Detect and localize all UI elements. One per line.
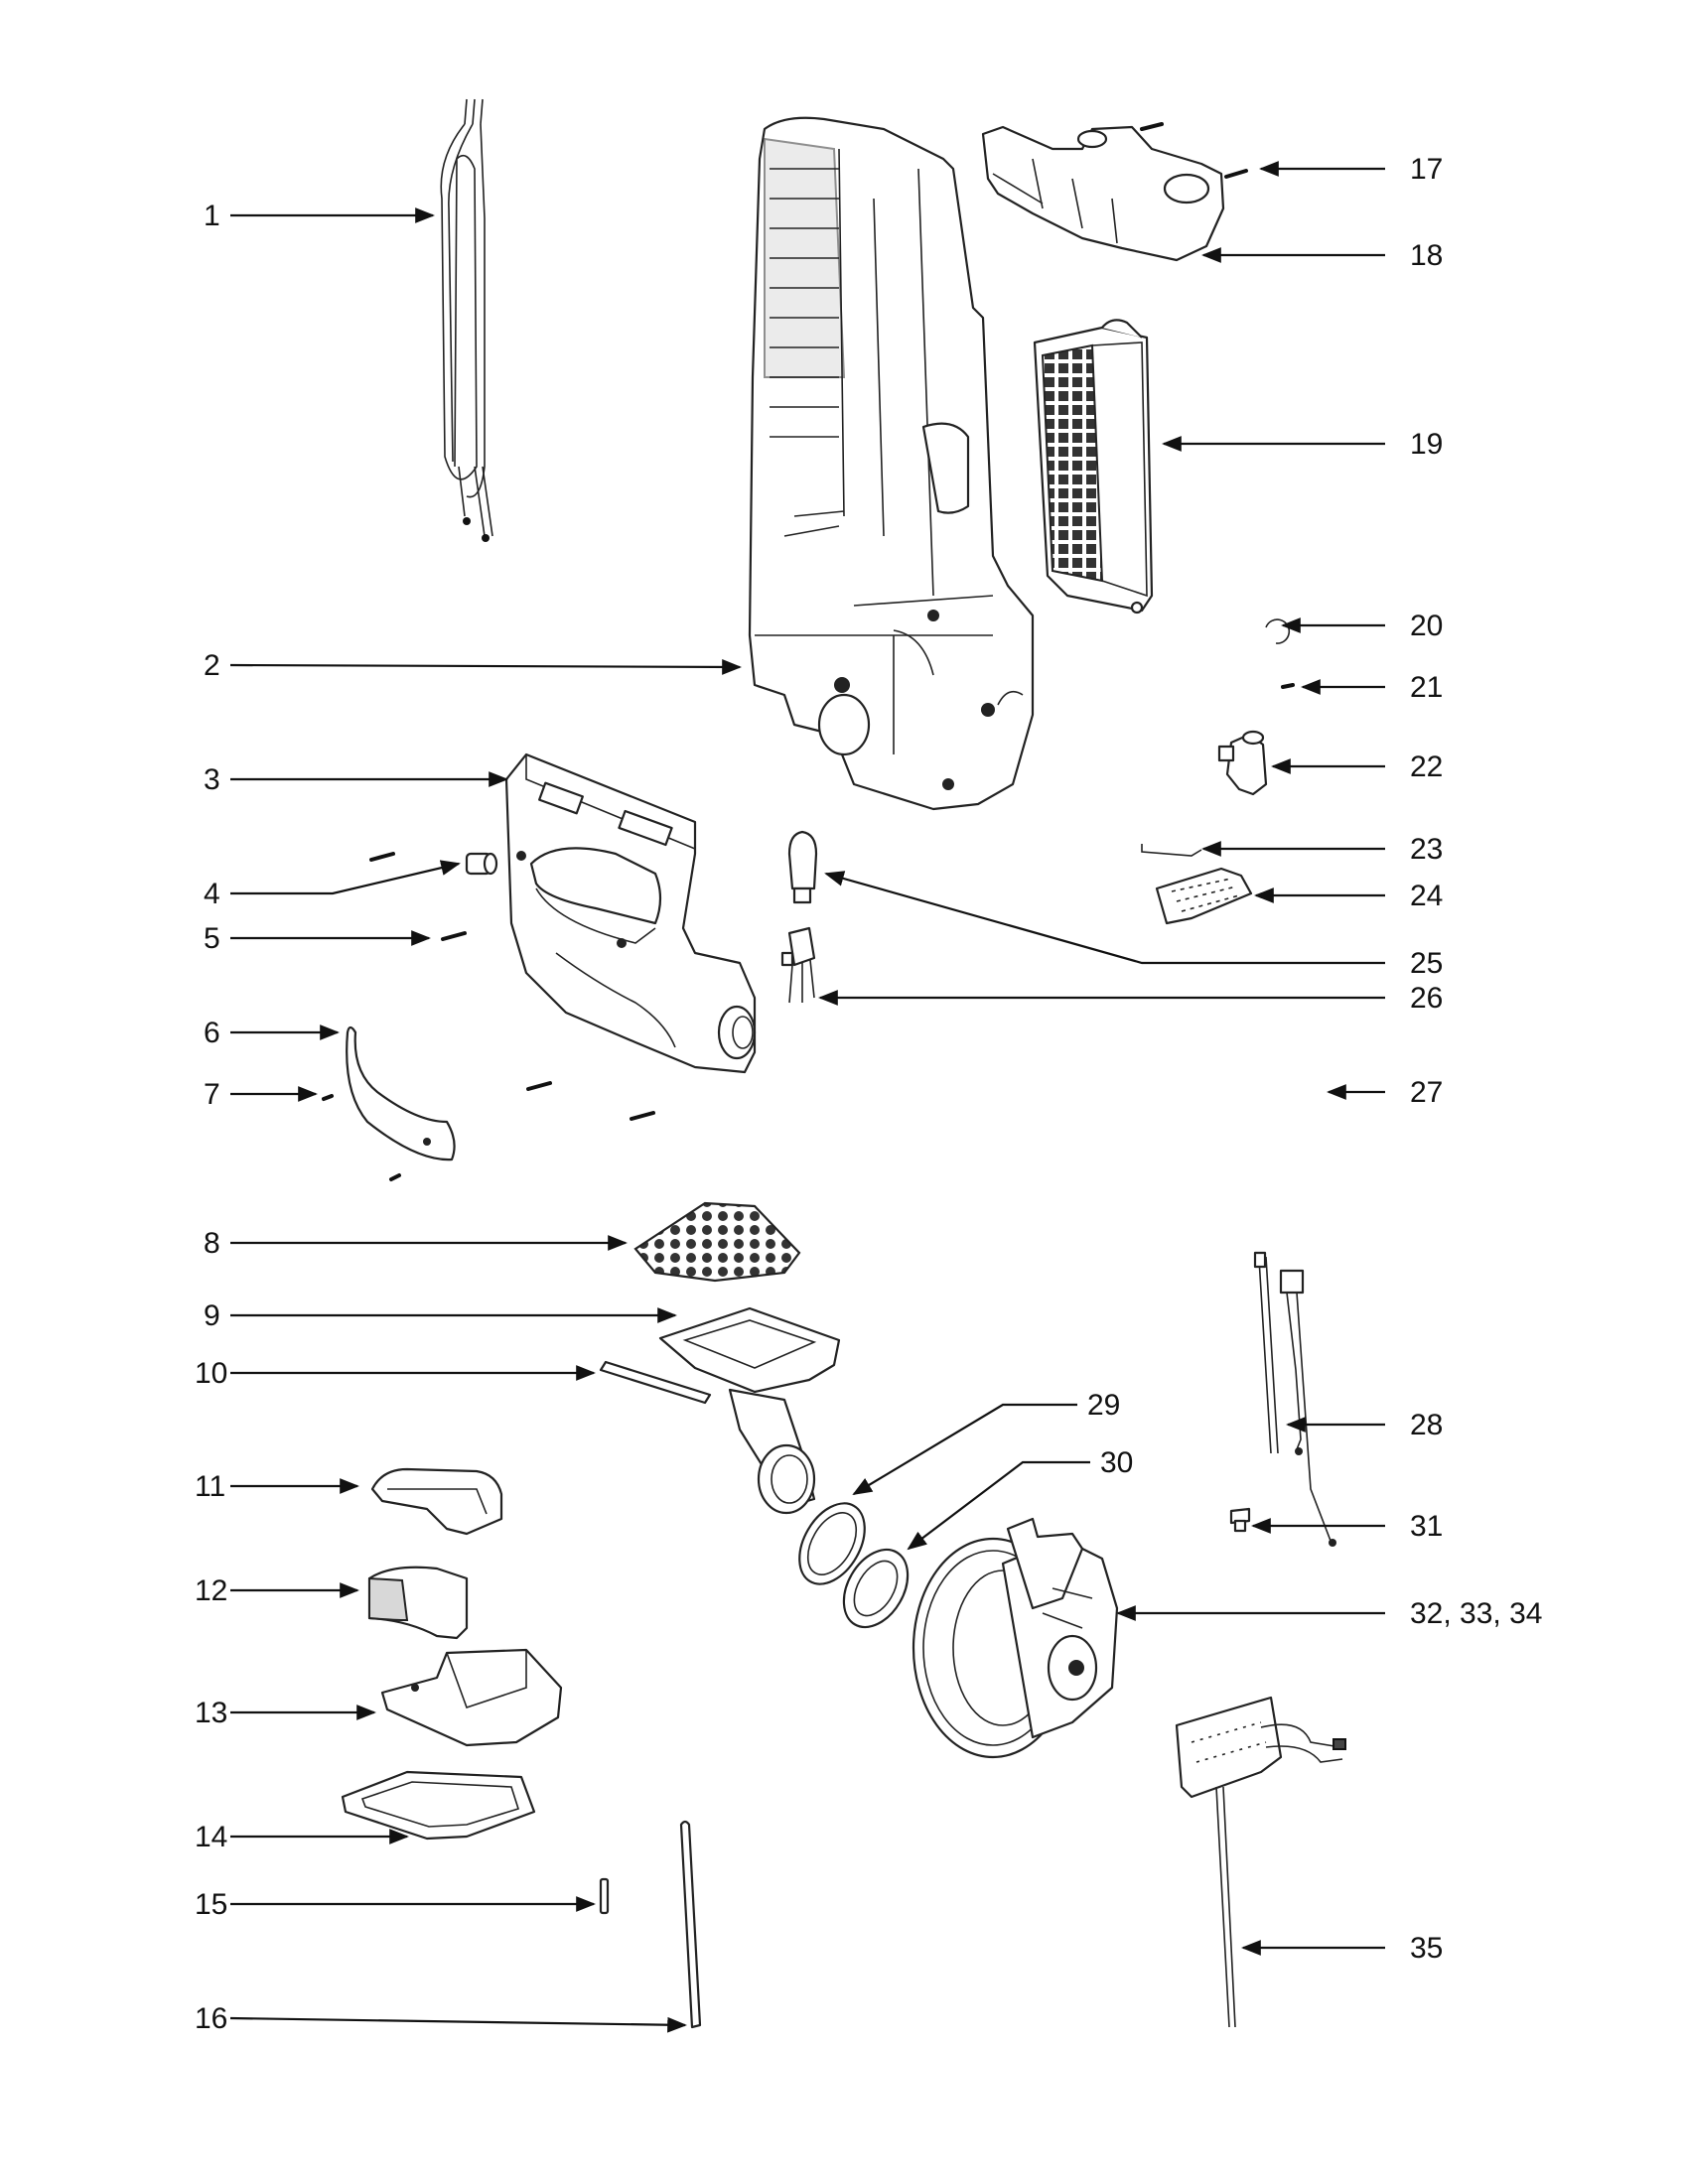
part-number-35: 35 [1410, 1932, 1443, 1965]
part-number-11: 11 [195, 1470, 225, 1503]
part-25-bulb-drawing [787, 830, 818, 904]
part-1-cord-drawing [440, 98, 493, 542]
part-number-13: 13 [195, 1697, 227, 1729]
part-number-29: 29 [1087, 1389, 1120, 1422]
part-30-washer-drawing [842, 1548, 910, 1629]
part-number-14: 14 [195, 1821, 227, 1853]
part-20-clip-drawing [1265, 618, 1291, 644]
part-31-nut-drawing [1229, 1507, 1251, 1533]
part-14-gasket-drawing [341, 1770, 536, 1841]
part-number-20: 20 [1410, 610, 1443, 642]
leader-30 [907, 1460, 1090, 1551]
part-number-8: 8 [204, 1227, 220, 1260]
part-26-socket-drawing [780, 926, 816, 1004]
leader-29 [852, 1403, 1077, 1496]
part-number-17: 17 [1410, 153, 1443, 186]
part-11-cover-drawing [370, 1467, 503, 1536]
part-19-filter-drawing [1033, 319, 1154, 614]
part-17-screws-drawing [1140, 122, 1248, 179]
leader-16 [229, 2016, 687, 2033]
part-number-30: 30 [1100, 1446, 1133, 1479]
part-27-wire-drawing [1279, 1269, 1336, 1547]
part-number-15: 15 [195, 1888, 227, 1921]
part-21-screw-drawing [1281, 683, 1295, 689]
part-number-26: 26 [1410, 982, 1443, 1015]
part-2-main-body-drawing [748, 116, 1035, 811]
part-number-21: 21 [1410, 671, 1443, 704]
part-13-tray-drawing [380, 1648, 563, 1747]
part-10-rod-drawing [599, 1360, 712, 1405]
part-35-circuit-board-drawing [1175, 1696, 1346, 2028]
part-number-1: 1 [204, 200, 220, 232]
part-number-4: 4 [204, 878, 220, 910]
part-number-3: 3 [204, 763, 220, 796]
part-32-motor-drawing [912, 1517, 1119, 1759]
part-number-2: 2 [204, 649, 220, 682]
part-22-knob-drawing [1217, 730, 1268, 796]
part-number-5: 5 [204, 922, 220, 955]
leader-25 [824, 871, 1385, 965]
part-18-top-cover-drawing [981, 125, 1225, 262]
part-number-16: 16 [195, 2002, 227, 2035]
part-3-rear-panel-drawing [504, 752, 757, 1074]
part-7-screws-drawing [322, 1094, 401, 1181]
part-number-31: 31 [1410, 1510, 1443, 1543]
part-15-pin-drawing [599, 1877, 610, 1915]
part-number-7: 7 [204, 1078, 220, 1111]
part-number-24: 24 [1410, 880, 1443, 912]
leader-4 [230, 860, 461, 895]
part-number-labels: 1 2 3 4 5 6 7 8 9 10 11 12 13 14 15 16 1… [195, 153, 1542, 2035]
part-number-19: 19 [1410, 428, 1443, 461]
part-number-32-33-34: 32, 33, 34 [1410, 1597, 1542, 1630]
part-12-foam-drawing [367, 1566, 469, 1640]
leader-lines [229, 161, 1385, 2033]
part-number-9: 9 [204, 1299, 220, 1332]
part-8-grille-drawing [633, 1201, 801, 1283]
leader-2 [229, 659, 742, 675]
part-number-23: 23 [1410, 833, 1443, 866]
part-number-25: 25 [1410, 947, 1443, 980]
part-28-wire-drawing [1253, 1251, 1279, 1454]
part-23-spring-drawing [1141, 844, 1202, 857]
part-5-screws-drawing [369, 852, 655, 1121]
part-number-12: 12 [195, 1574, 227, 1607]
part-9-housing-drawing [658, 1306, 841, 1515]
part-number-27: 27 [1410, 1076, 1443, 1109]
part-number-6: 6 [204, 1017, 220, 1049]
part-4-cap-drawing [465, 852, 498, 876]
part-24-switch-plate-drawing [1155, 867, 1253, 925]
part-29-seal-drawing [798, 1502, 866, 1585]
part-16-rod-drawing [679, 1820, 702, 2029]
part-number-28: 28 [1410, 1409, 1443, 1441]
part-number-22: 22 [1410, 751, 1443, 783]
part-6-bumper-drawing [346, 1025, 456, 1161]
part-number-18: 18 [1410, 239, 1443, 272]
part-number-10: 10 [195, 1357, 227, 1390]
